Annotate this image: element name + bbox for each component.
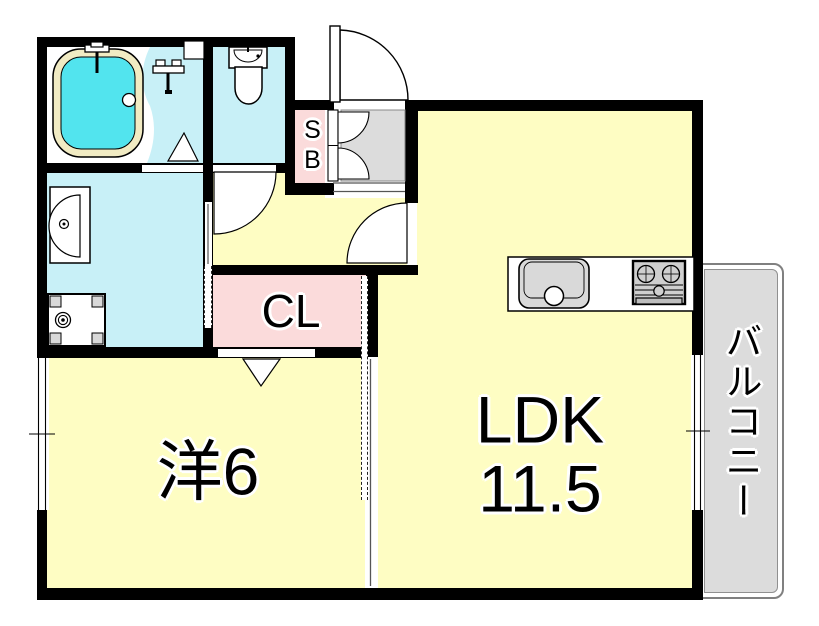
room-shoe-box: [295, 110, 328, 183]
wall-sb-top: [285, 100, 334, 110]
shoe-box-label: SB: [298, 116, 327, 176]
room-washroom: [47, 173, 203, 347]
bath-door-opening: [142, 164, 203, 172]
wall-ldk-right-upper: [692, 100, 703, 355]
entrance-base: [325, 100, 405, 198]
toilet-door-opening: [213, 164, 276, 172]
wall-cl-right: [366, 273, 378, 357]
sliding-partition: [365, 357, 378, 588]
room-bathroom: [47, 47, 203, 163]
room-toilet: [213, 47, 285, 163]
ldk-label-name: LDK: [475, 382, 605, 457]
wall-sb-bottom: [285, 183, 334, 195]
window-ldk-right: [691, 355, 704, 510]
room-ldk: [418, 111, 692, 588]
wall-left-lower: [37, 510, 47, 600]
wall-bottom: [37, 588, 703, 600]
closet-door-opening: [218, 348, 315, 357]
room-ldk-extension: [378, 275, 418, 588]
wall-hall-cl: [205, 265, 418, 275]
wall-ldk-west-upper: [405, 100, 418, 203]
wall-western-top: [37, 347, 378, 358]
wall-toilet-right: [285, 37, 295, 195]
closet-label: CL: [261, 284, 321, 337]
wall-ldk-top: [405, 100, 703, 111]
wall-bath-toilet: [203, 37, 213, 173]
hall-ldk-door-opening: [406, 203, 417, 265]
room-western: [47, 358, 366, 588]
wall-bath-top: [37, 37, 295, 47]
window-western-left: [35, 358, 49, 510]
balcony-floor: [704, 269, 778, 593]
room-closet: [213, 275, 366, 347]
wall-bath-bottom: [37, 163, 203, 173]
balcony-label: バルコニー: [720, 322, 761, 522]
washroom-door-opening: [204, 202, 212, 266]
ldk-label: LDK 11.5: [475, 382, 605, 526]
entrance-door-swing: [339, 29, 409, 101]
ldk-label-size: 11.5: [478, 452, 602, 526]
wall-left-upper: [37, 37, 47, 358]
wall-ldk-right-lower: [692, 510, 703, 600]
partition-track-dashes: [361, 276, 368, 500]
washroom-door-pocket: [203, 266, 212, 328]
entrance-door-leaf: [329, 25, 341, 103]
western-room-label: 洋6: [156, 434, 260, 509]
